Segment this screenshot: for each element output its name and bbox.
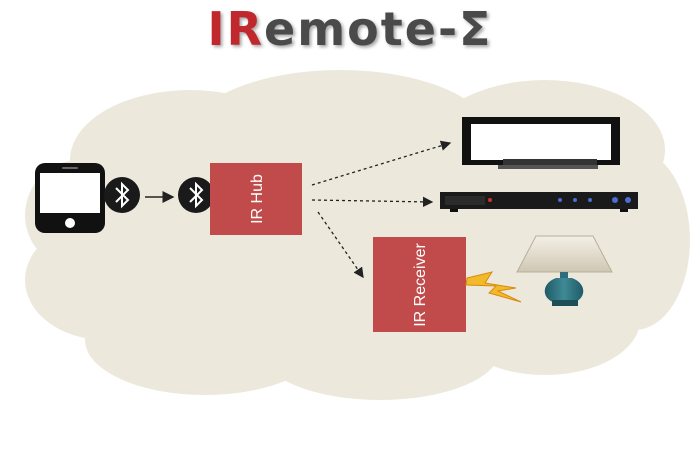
ir-link-to-set-top-box	[311, 196, 434, 208]
bluetooth-icon	[104, 177, 140, 213]
app-title: IRemote-Σ	[0, 2, 700, 58]
ir-receiver-node: IR Receiver	[373, 237, 466, 332]
ir-link-to-tv	[311, 140, 452, 186]
title-prefix: IR	[207, 2, 265, 56]
set-top-box-icon	[440, 192, 638, 212]
smartphone-icon	[35, 163, 105, 233]
ir-receiver-label: IR Receiver	[412, 243, 429, 327]
lamp-icon	[516, 235, 613, 306]
ir-hub-node: IR Hub	[210, 163, 302, 235]
bluetooth-icon	[178, 177, 214, 213]
ir-hub-label: IR Hub	[249, 174, 266, 224]
tv-icon	[462, 117, 620, 169]
ir-link-to-receiver	[317, 211, 364, 279]
lightning-icon	[465, 271, 522, 303]
title-rest: emote-Σ	[264, 2, 493, 56]
